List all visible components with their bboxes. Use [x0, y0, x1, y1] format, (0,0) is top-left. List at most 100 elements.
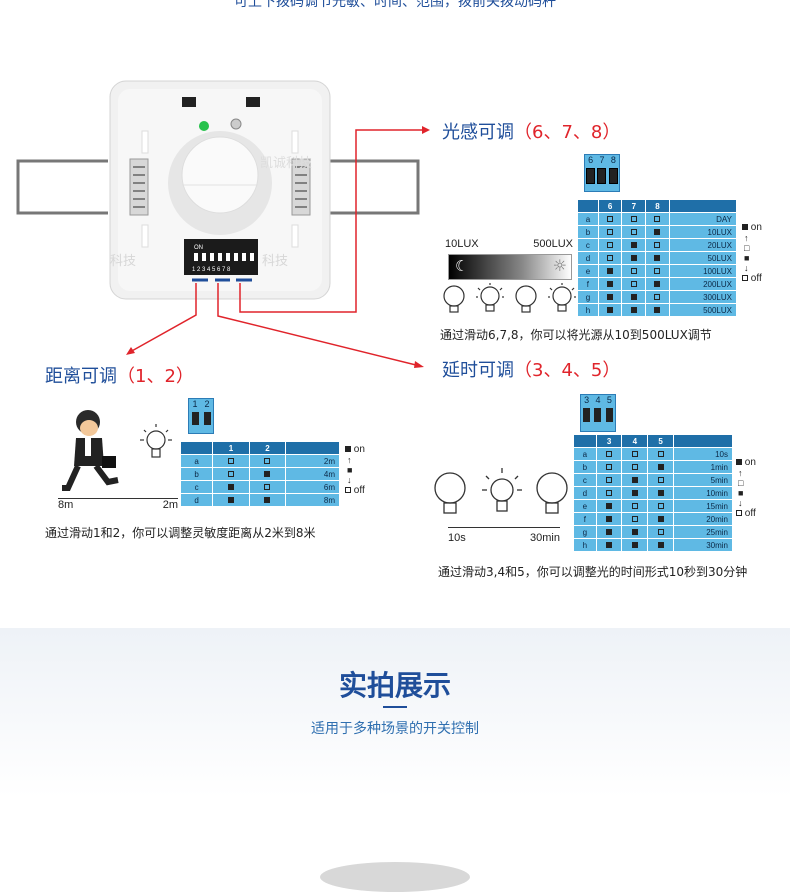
delay-bulb-icons — [434, 468, 568, 514]
light-title: 光感可调（6、7、8） — [442, 122, 621, 143]
showcase-panel: 实拍展示 适用于多种场景的开关控制 — [0, 628, 790, 892]
dip-numbers: 1 2 3 4 5 6 7 8 — [192, 267, 231, 273]
switch-on-icon — [657, 542, 664, 549]
lux-high: 500LUX — [533, 238, 573, 250]
row-value: 500LUX — [668, 303, 738, 317]
switch-on-icon — [264, 471, 271, 478]
watermark-bottom: 科技 — [262, 254, 288, 269]
distance-table-row: d 8m — [179, 493, 340, 507]
delay-col-header: 4 — [621, 434, 649, 448]
distance-title: 距离可调（1、2） — [45, 366, 194, 387]
light-col-header — [668, 199, 738, 213]
delay-col-header — [573, 434, 597, 448]
switch-off-icon — [657, 503, 664, 510]
switch-off-icon — [654, 216, 661, 223]
switch-off-icon — [654, 268, 661, 275]
distance-col-header — [285, 441, 340, 455]
delay-col-header: 5 — [647, 434, 674, 448]
switch-on-icon — [654, 229, 661, 236]
distance-near: 2m — [162, 499, 178, 511]
showcase-title: 实拍展示 — [338, 669, 451, 702]
light-dip-mini: 6 7 8 — [584, 154, 620, 192]
row-label: e — [573, 499, 597, 513]
row-value: 8m — [285, 493, 340, 507]
switch-off-icon — [606, 490, 613, 497]
switch-off-icon — [630, 281, 637, 288]
switch-on-icon — [657, 516, 664, 523]
switch-on-icon — [654, 281, 661, 288]
switch-on-icon — [606, 529, 613, 536]
distance-caption: 通过滑动1和2，你可以调整灵敏度距离从2米到8米 — [45, 526, 316, 540]
lux-low: 10LUX — [445, 238, 479, 250]
delay-title: 延时可调（3、4、5） — [442, 360, 621, 381]
switch-off-icon — [630, 229, 637, 236]
switch-off-icon — [631, 516, 638, 523]
switch-on-icon — [606, 516, 613, 523]
row-label: d — [577, 251, 599, 265]
connector-lines — [126, 126, 430, 368]
distance-col-header: 2 — [248, 441, 287, 455]
distance-on-label: on — [353, 444, 365, 455]
distance-switch-num-2: 2 — [204, 399, 210, 409]
switch-on-icon — [264, 497, 271, 504]
showcase-subtitle: 适用于多种场景的开关控制 — [311, 721, 479, 737]
row-label: a — [179, 454, 214, 468]
light-table-row: b 10LUX — [577, 225, 738, 239]
switch-on-icon — [657, 464, 664, 471]
row-value: 6m — [285, 480, 340, 494]
row-label: c — [573, 473, 597, 487]
switch-off-icon — [657, 529, 664, 536]
switch-off-icon — [631, 503, 638, 510]
switch-off-icon — [227, 458, 234, 465]
delay-col-header — [672, 434, 734, 448]
switch-on-icon — [654, 255, 661, 262]
light-legend: on ↑□■↓ off — [742, 222, 762, 284]
row-value: 20min — [672, 512, 734, 526]
row-value: 4m — [285, 467, 340, 481]
switch-on-icon — [657, 490, 664, 497]
switch-off-icon — [607, 229, 614, 236]
moon-icon: ☾ — [455, 257, 469, 275]
switch-off-icon — [607, 255, 614, 262]
switch-on-icon — [654, 307, 661, 314]
distance-col-header: 1 — [212, 441, 250, 455]
row-value: 10LUX — [668, 225, 738, 239]
switch-off-icon — [227, 471, 234, 478]
switch-off-icon — [630, 216, 637, 223]
distance-arrow: 8m 2m — [58, 494, 178, 511]
row-label: c — [179, 480, 214, 494]
lux-gradient-bar: ☾ ☼ — [448, 254, 572, 280]
row-label: e — [577, 264, 599, 278]
sun-icon: ☼ — [552, 256, 567, 275]
row-label: h — [573, 538, 597, 552]
switch-on-icon — [607, 268, 614, 275]
delay-legend: on ↑□■↓ off — [736, 457, 756, 519]
row-value: 1min — [672, 460, 734, 474]
distance-switch-num-1: 1 — [192, 399, 198, 409]
row-label: b — [577, 225, 599, 239]
switch-off-icon — [631, 451, 638, 458]
row-label: f — [577, 277, 599, 291]
delay-caption: 通过滑动3,4和5，你可以调整光的时间形式10秒到30分钟 — [438, 565, 748, 579]
switch-off-icon — [631, 464, 638, 471]
row-label: b — [179, 467, 214, 481]
row-label: a — [573, 447, 597, 461]
delay-col-header: 3 — [595, 434, 623, 448]
distance-legend: on ↑■↓ off — [345, 444, 365, 496]
row-label: d — [179, 493, 214, 507]
delay-arrow: 10s 30min — [448, 527, 560, 544]
lux-bulb-icons — [443, 283, 576, 313]
distance-table-row: c 6m — [179, 480, 340, 494]
switch-off-icon — [657, 451, 664, 458]
